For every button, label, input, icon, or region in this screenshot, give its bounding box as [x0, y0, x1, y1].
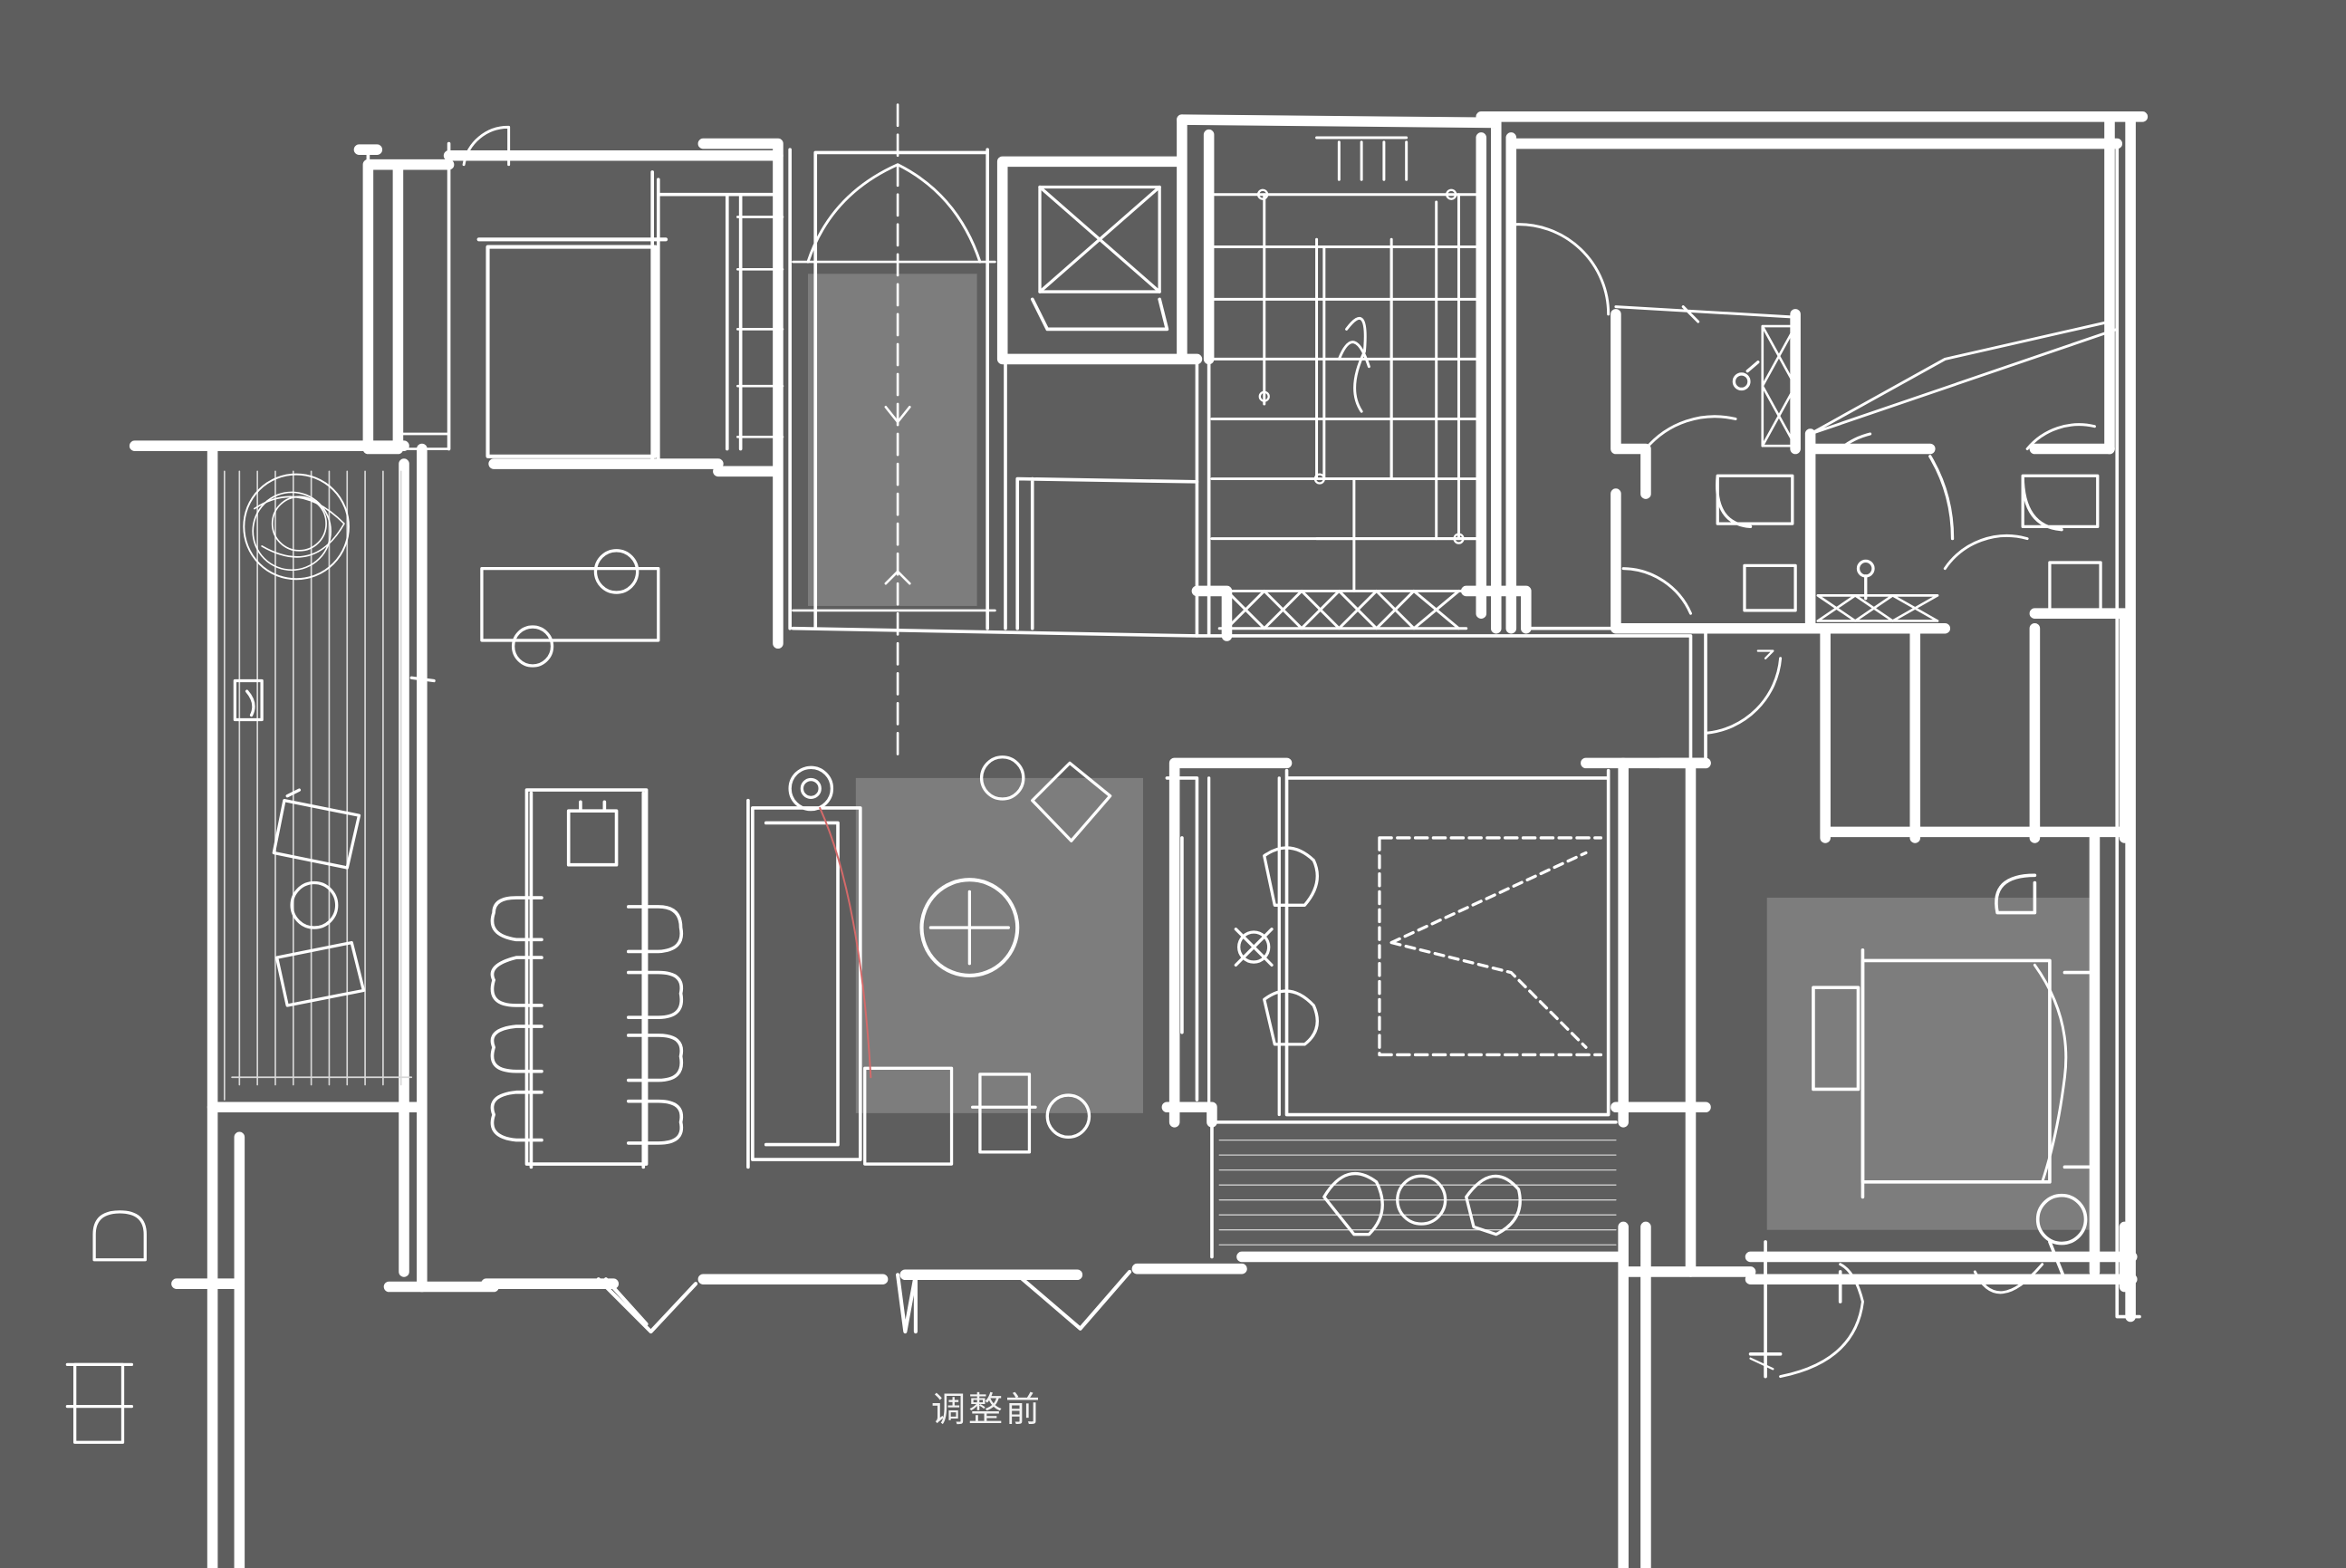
coffee-table — [919, 878, 1020, 977]
accent-line — [819, 806, 872, 1079]
balcony-furniture — [233, 473, 436, 1007]
wall-lower-left — [171, 1101, 245, 1568]
bed-top-left — [476, 237, 668, 458]
scribble-plant — [243, 473, 350, 581]
desk-top — [480, 549, 660, 668]
door-arc-bath-2 — [1839, 432, 1872, 451]
door-arc-bath-1 — [1644, 415, 1737, 451]
plan-caption: 调整前 — [931, 1390, 1043, 1429]
door-arc-hall — [1704, 657, 1783, 735]
elevator-icon — [1038, 185, 1161, 293]
bottom-balcony-decking — [1218, 1139, 1617, 1246]
folding-door-right — [896, 1269, 1132, 1334]
wall-top-right — [1476, 111, 2149, 1323]
billiard-details — [792, 103, 996, 757]
study-room — [1207, 776, 1603, 1117]
door-arc-bedroom-balcony — [1973, 1263, 2044, 1294]
wall-top-left-room — [362, 149, 784, 455]
floor-lamp — [788, 765, 834, 812]
door-arc-stair — [1513, 223, 1610, 316]
door-stub — [1614, 305, 1797, 323]
door-arc-triangle-top — [1809, 320, 2119, 436]
rug-areas — [807, 274, 2100, 1230]
bedroom-right — [1812, 873, 2097, 1246]
thin-walls — [223, 141, 2141, 1379]
door-arc-bath-right — [1943, 534, 2029, 571]
billiard-table — [807, 274, 977, 606]
small-markers — [1256, 188, 1774, 1371]
wall-balcony — [129, 440, 428, 1293]
bathroom-fixtures — [1716, 361, 2102, 612]
sofa — [746, 798, 862, 1169]
wall-bathrooms — [1610, 309, 2115, 634]
living-room-furniture — [788, 755, 1112, 1166]
bathroom-shelf — [399, 216, 784, 450]
door-arc-bath-lower — [1621, 567, 1692, 615]
wall-elevator-block — [996, 114, 1203, 365]
wall-study — [1161, 757, 1711, 1128]
door-arc-billiard — [806, 163, 982, 264]
door-arc-bath-3 — [2025, 423, 2096, 451]
dining-table — [490, 788, 684, 1169]
door-arc-top-left — [462, 125, 511, 167]
folding-door-left — [596, 1277, 698, 1334]
outdoor-chairs — [1322, 1172, 1522, 1236]
door-swings — [462, 125, 2119, 1379]
door-arc-entry — [1779, 1263, 1864, 1379]
entry-furniture — [65, 1210, 147, 1444]
wall-bottom-facade — [481, 1221, 1756, 1568]
bath-railing-cross — [1761, 324, 1939, 622]
stair-railing-cross — [1217, 589, 1468, 630]
living-room-rug — [855, 777, 1143, 1113]
staircase — [1210, 136, 1483, 592]
balcony-decking — [223, 470, 413, 1101]
